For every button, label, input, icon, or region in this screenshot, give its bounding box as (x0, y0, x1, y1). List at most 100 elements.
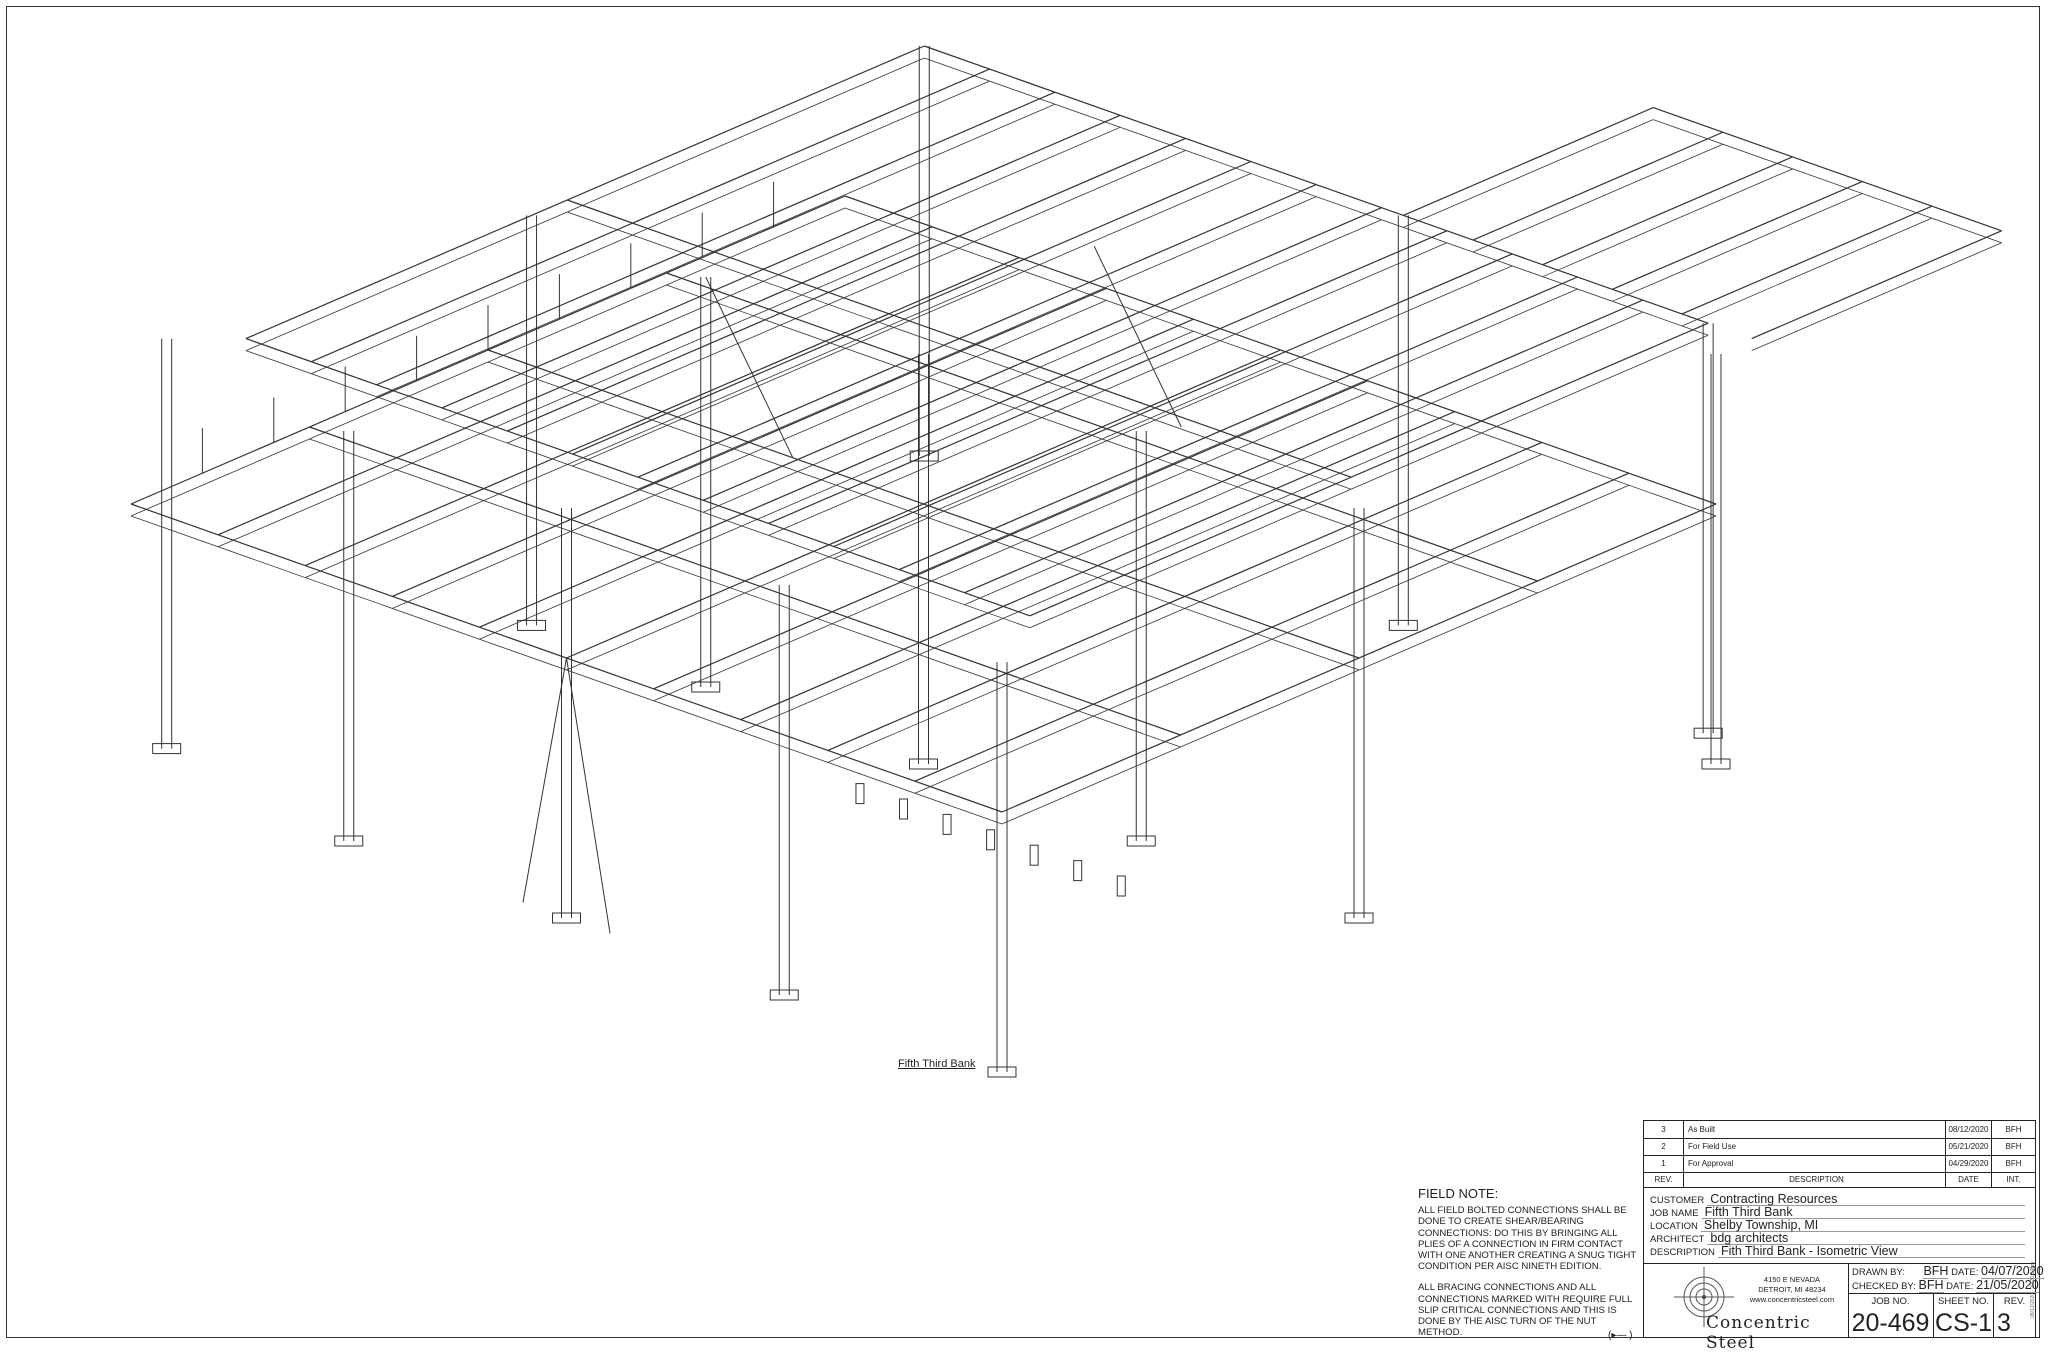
roof-joist (637, 196, 1317, 490)
checked-by-label: CHECKED BY: (1852, 1281, 1916, 1292)
rev-cell: REV. 3 (1994, 1293, 2035, 1337)
sheet-no-cell: SHEET NO. CS-1 (1934, 1293, 1994, 1337)
roof-joist (441, 126, 1121, 421)
field-note-para2: ALL BRACING CONNECTIONS AND ALL CONNECTI… (1418, 1282, 1632, 1339)
roof-joist (898, 276, 1578, 571)
base-plate (1693, 727, 1723, 739)
roof-joist (311, 80, 990, 375)
company-address: 4150 E NEVADA DETROIT, MI 48234 www.conc… (1742, 1275, 1842, 1305)
job-no-cell: JOB NO. 20-469 (1848, 1293, 1934, 1337)
wing-beam (1652, 107, 2002, 232)
description-label: DESCRIPTION (1650, 1247, 1715, 1258)
wing-joist (1542, 156, 1793, 266)
location-value: Shelby Township, MI (1700, 1219, 2025, 1232)
roof-joist (702, 207, 1382, 501)
revision-row: 3 As Built 08/12/2020 BFH (1644, 1121, 2035, 1139)
roof-joist (637, 184, 1317, 478)
roof-joist (768, 230, 1448, 524)
base-plate (1126, 835, 1156, 847)
roof-joist (964, 311, 1643, 606)
base-plate (334, 835, 364, 847)
base-plate (517, 619, 547, 631)
address-line1: 4150 E NEVADA (1763, 1275, 1821, 1284)
address-line2: DETROIT, MI 48234 (1758, 1285, 1826, 1294)
wing-beam (1653, 119, 2002, 244)
wing-joist (1681, 217, 1933, 327)
floor-girder (487, 349, 1360, 659)
customer-value: Contracting Resources (1707, 1193, 2025, 1206)
rev-number: 2 (1644, 1138, 1684, 1155)
company-website: www.concentricsteel.com (1749, 1295, 1835, 1304)
slip-critical-symbol: (▸— ) (1608, 1330, 1633, 1341)
rev-number: 1 (1644, 1155, 1684, 1172)
rev-initials: BFH (2005, 1142, 2022, 1151)
roof-joist (768, 242, 1448, 536)
date-header: DATE (1946, 1172, 1992, 1187)
roof-right-beam (1029, 334, 1709, 629)
roof-joist (572, 173, 1252, 467)
base-plate (152, 743, 182, 755)
embed-anchor (1029, 844, 1039, 866)
rev-initials: BFH (2005, 1125, 2022, 1134)
floor-girder (666, 284, 1538, 594)
revision-row: 2 For Field Use 05/21/2020 BFH (1644, 1138, 2035, 1156)
description-value: Fith Third Bank - Isometric View (1717, 1245, 2025, 1258)
rev-description: As Built (1684, 1121, 1946, 1138)
wing-joist (1472, 143, 1724, 253)
signoff-block: DRAWN BY: BFH DATE: 04/07/2020 CHECKED B… (1848, 1263, 2044, 1294)
base-plate (769, 989, 799, 1001)
rev-description: For Approval (1684, 1155, 1946, 1172)
roof-joist (376, 91, 1056, 386)
job-no-label: JOB NO. (1871, 1296, 1910, 1307)
company-logo-block: 4150 E NEVADA DETROIT, MI 48234 www.conc… (1644, 1263, 1849, 1353)
concentric-logo-icon (1674, 1267, 1734, 1327)
wing-joist (1612, 180, 1863, 290)
brace (566, 657, 611, 934)
rev-date: 08/12/2020 (1946, 1121, 1992, 1138)
base-plate (909, 758, 938, 770)
rev-initials: BFH (2005, 1159, 2022, 1168)
brace (705, 276, 794, 459)
roof-joist (311, 68, 990, 363)
architect-label: ARCHITECT (1650, 1234, 1705, 1245)
checked-date-value: 21/05/2020 (1976, 1278, 2039, 1293)
wing-joist (1681, 205, 1933, 315)
roof-joist (703, 219, 1382, 513)
base-plate (552, 912, 581, 924)
brace (1093, 245, 1182, 428)
location-label: LOCATION (1650, 1221, 1698, 1232)
rev-date: 05/21/2020 (1946, 1138, 1992, 1155)
roof-girder (567, 199, 1352, 478)
floor-girder (487, 361, 1360, 671)
roof-joist (376, 103, 1056, 398)
base-plate (1344, 912, 1374, 924)
int-header: INT. (2006, 1175, 2021, 1184)
wing-beam (1751, 230, 2002, 340)
wing-beam (1751, 242, 2002, 351)
base-plate (909, 450, 939, 462)
floor-girder (309, 426, 1181, 736)
embed-anchor (942, 813, 952, 835)
floor-girder (666, 272, 1538, 582)
roof-joist (572, 160, 1252, 455)
embed-anchor (986, 829, 996, 851)
title-block: 3 As Built 08/12/2020 BFH 2 For Field Us… (1643, 1120, 2044, 1353)
checked-by-value: BFH (1918, 1278, 1944, 1293)
job-name-label: JOB NAME (1650, 1208, 1699, 1219)
roof-joist (441, 114, 1121, 409)
revision-row: 1 For Approval 04/29/2020 BFH (1644, 1155, 2035, 1173)
sheet-border (6, 6, 2040, 1338)
rev-number: 3 (1644, 1121, 1684, 1138)
drawn-date-label: DATE: (1951, 1267, 1979, 1278)
sheet-no-label: SHEET NO. (1937, 1296, 1990, 1307)
embed-anchor (1116, 875, 1126, 897)
wing-joist (1472, 131, 1724, 241)
brace (522, 657, 567, 903)
embed-anchor (855, 783, 865, 805)
roof-left-beam (245, 45, 925, 340)
description-header: DESCRIPTION (1684, 1172, 1946, 1187)
roof-joist (899, 288, 1578, 582)
roof-joist (507, 137, 1186, 432)
roof-joist (507, 150, 1186, 444)
